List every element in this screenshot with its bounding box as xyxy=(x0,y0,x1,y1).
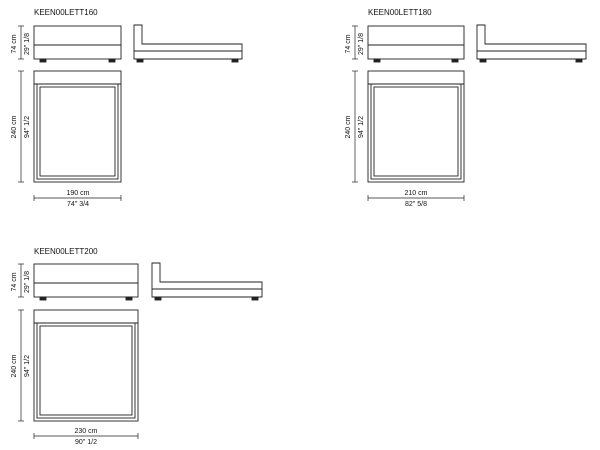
width-cm-label: 230 cm xyxy=(75,428,98,435)
width-cm-label: 210 cm xyxy=(405,190,428,197)
height-cm-label: 74 cm xyxy=(345,34,352,53)
width-dimension xyxy=(33,195,122,201)
plan-view xyxy=(33,309,139,422)
side-elevation-view xyxy=(151,262,263,301)
length-in-label: 94" 1/2 xyxy=(24,355,31,377)
length-dimension xyxy=(352,70,358,183)
front-elevation-view xyxy=(33,25,122,63)
height-in-label: 29" 1/8 xyxy=(358,33,365,55)
side-elevation-view xyxy=(133,24,243,63)
length-cm-label: 240 cm xyxy=(345,115,352,138)
model-code: KEEN00LETT180 xyxy=(368,8,432,17)
height-cm-label: 74 cm xyxy=(11,34,18,53)
length-cm-label: 240 cm xyxy=(11,115,18,138)
model-keen00lett200: KEEN00LETT200 74 cm 29" 1/8 xyxy=(11,247,263,446)
plan-view xyxy=(367,70,465,183)
width-in-label: 74" 3/4 xyxy=(67,201,89,208)
height-dimension xyxy=(18,25,24,60)
height-in-label: 29" 1/8 xyxy=(24,33,31,55)
width-in-label: 82" 5/8 xyxy=(405,201,427,208)
height-in-label: 29" 1/8 xyxy=(24,271,31,293)
plan-view xyxy=(33,70,122,183)
length-dimension xyxy=(18,70,24,183)
height-dimension xyxy=(352,25,358,60)
side-elevation-view xyxy=(476,24,587,63)
height-dimension xyxy=(18,263,24,298)
length-in-label: 94" 1/2 xyxy=(358,116,365,138)
length-in-label: 94" 1/2 xyxy=(24,116,31,138)
model-keen00lett180: KEEN00LETT180 74 cm 29" 1/8 xyxy=(345,8,587,208)
height-cm-label: 74 cm xyxy=(11,272,18,291)
width-cm-label: 190 cm xyxy=(67,190,90,197)
model-code: KEEN00LETT200 xyxy=(34,247,98,256)
width-dimension xyxy=(33,433,139,439)
length-cm-label: 240 cm xyxy=(11,354,18,377)
front-elevation-view xyxy=(33,263,139,301)
width-in-label: 90" 1/2 xyxy=(75,439,97,446)
front-elevation-view xyxy=(367,25,465,63)
model-keen00lett160: KEEN00LETT160 74 cm 29" 1/8 xyxy=(11,8,243,208)
width-dimension xyxy=(367,195,465,201)
length-dimension xyxy=(18,309,24,422)
model-code: KEEN00LETT160 xyxy=(34,8,98,17)
